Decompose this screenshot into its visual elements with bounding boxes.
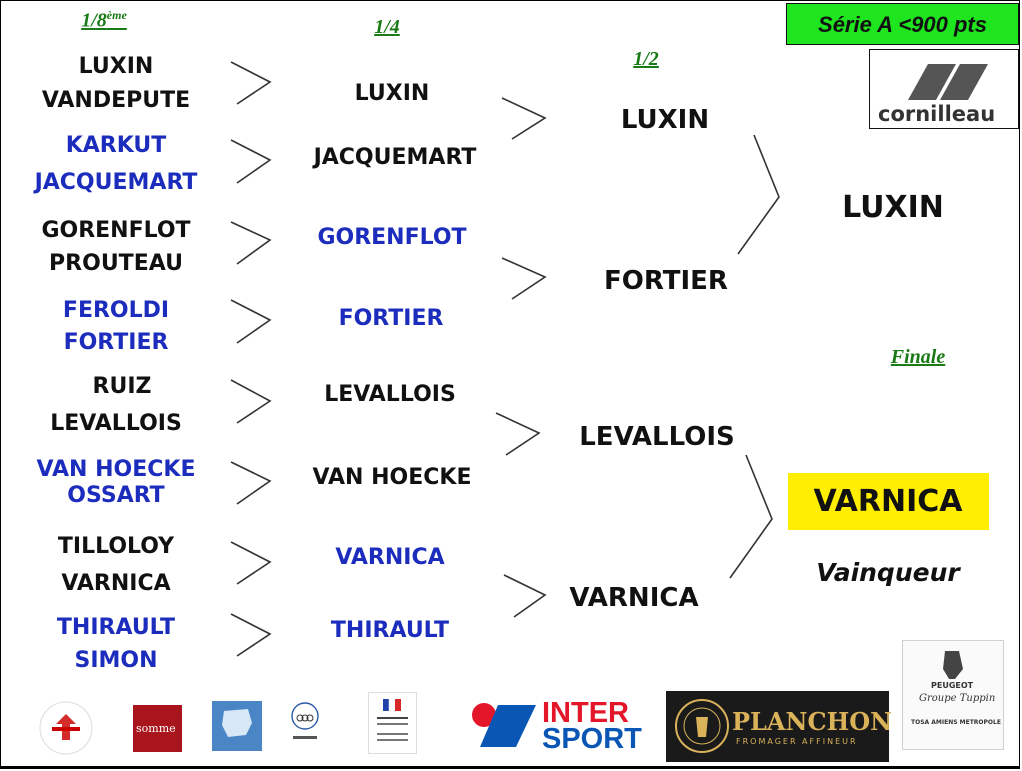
chevron-icon [729,454,773,579]
champion-label: Vainqueur [816,558,960,587]
r16-player: VANDEPUTE [41,88,191,113]
chevron-icon [230,61,272,105]
sf-player: FORTIER [604,266,728,296]
somme-text: somme [136,722,176,735]
chevron-icon [230,461,272,505]
r16-player: FORTIER [63,330,169,355]
r16-player: JACQUEMART [34,170,198,195]
amiens-metropole-logo [38,700,94,756]
r16-player: LEVALLOIS [50,411,182,436]
hauts-de-france-logo [212,701,262,751]
qf-player: LEVALLOIS [324,382,456,407]
planchon-name: PLANCHON [732,707,893,736]
chevron-icon [230,221,272,265]
r16-player: THIRAULT [56,615,176,640]
intersport-logo: INTER SPORT [472,695,642,755]
series-label: Série A <900 pts [786,3,1019,45]
intersport-sport: SPORT [542,723,642,755]
sf-player: LEVALLOIS [579,422,735,452]
qf-player: THIRAULT [330,618,450,643]
r16-player: SIMON [74,648,158,673]
chevron-icon [230,379,272,424]
qf-player: VAN HOECKE [312,465,472,490]
planchon-logo: PLANCHON FROMAGER AFFINEUR [666,691,893,762]
qf-player: FORTIER [338,306,444,331]
header-round-of-16: 1/8ème [81,8,127,32]
cornilleau-logo: cornilleau [869,49,1019,129]
peugeot-tuppin-logo: PEUGEOT Groupe Tuppin TOSA AMIENS METROP… [902,640,1004,750]
intersport-inter: INTER [542,697,629,729]
qf-player: JACQUEMART [313,145,477,170]
champion-highlight [788,473,989,530]
r16-player: TILLOLOY [57,534,175,559]
header-final: Finale [890,346,946,368]
chevron-icon [501,257,547,300]
republique-francaise-logo [368,692,417,754]
r16-player: OSSART [67,483,165,508]
finalist: LUXIN [842,190,944,225]
planchon-subtitle: FROMAGER AFFINEUR [736,737,858,746]
brand-name: cornilleau [878,102,996,126]
chevron-icon [495,412,541,456]
qf-player: GORENFLOT [317,225,467,250]
sf-player: LUXIN [620,105,710,135]
chevron-icon [230,541,272,585]
r16-player: RUIZ [92,374,152,399]
header-quarter-finals: 1/4 [374,16,400,38]
r16-player: FEROLDI [62,298,170,323]
r16-player: VARNICA [61,571,171,596]
sf-player: VARNICA [569,583,699,613]
r16-player: GORENFLOT [41,218,191,243]
chevron-icon [230,299,272,344]
qf-player: LUXIN [354,81,430,106]
peugeot-text: PEUGEOT [931,681,974,690]
olympic-committee-logo [285,700,325,744]
chevron-icon [503,574,547,618]
somme-logo: somme [133,705,182,752]
header-semi-finals: 1/2 [633,48,659,70]
peugeot-group-text: Groupe Tuppin [919,693,996,704]
chevron-icon [230,613,272,657]
r16-player: KARKUT [65,133,167,158]
r16-player: LUXIN [78,54,154,79]
chevron-icon [737,134,780,255]
r16-player: PROUTEAU [49,251,183,276]
champion-name: VARNICA [813,484,963,519]
tosa-text: TOSA AMIENS METROPOLE [911,719,1001,726]
r16-player: VAN HOECKE [36,457,196,482]
chevron-icon [230,139,272,184]
chevron-icon [501,97,547,140]
qf-player: VARNICA [335,545,445,570]
